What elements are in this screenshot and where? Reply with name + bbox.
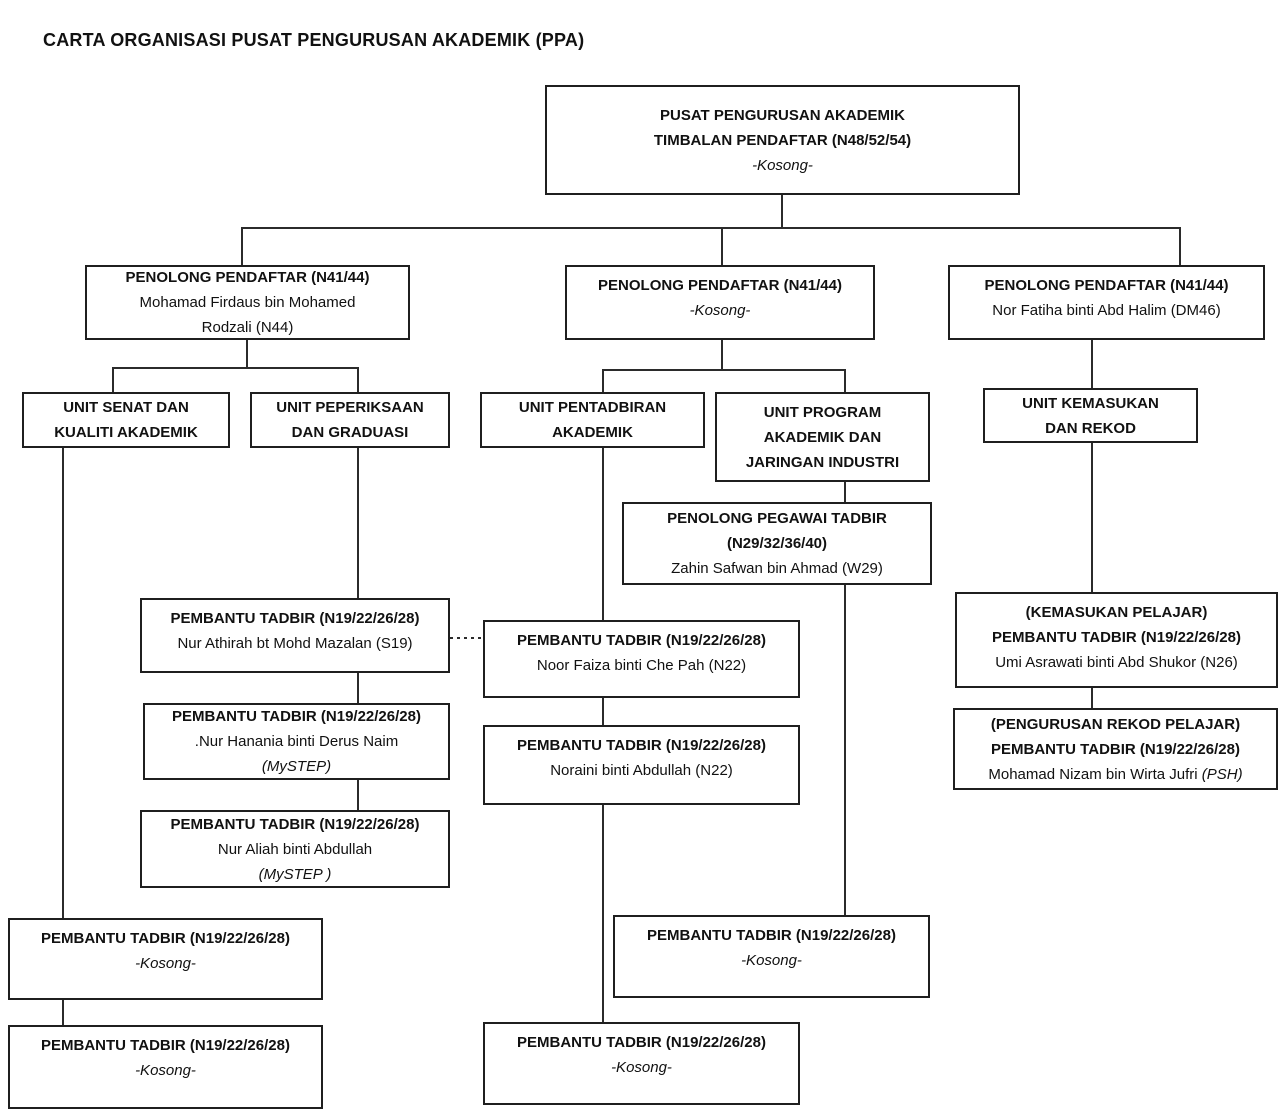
org-box-title: PEMBANTU TADBIR (N19/22/26/28) <box>517 632 766 649</box>
org-box-pembantu-kosong-pentadbiran: PEMBANTU TADBIR (N19/22/26/28) -Kosong- <box>483 1022 800 1105</box>
org-box-title: PEMBANTU TADBIR (N19/22/26/28) <box>991 740 1240 758</box>
org-box-status: -Kosong- <box>135 1062 196 1079</box>
org-box-title: PEMBANTU TADBIR (N19/22/26/28) <box>517 737 766 754</box>
org-box-title: PENOLONG PENDAFTAR (N41/44) <box>125 269 370 286</box>
org-box-status: -Kosong- <box>135 955 196 972</box>
org-box-penolong-pendaftar-left: PENOLONG PENDAFTAR (N41/44) Mohamad Fird… <box>85 265 410 340</box>
org-box-unit-senat: UNIT SENAT DAN KUALITI AKADEMIK <box>22 392 230 448</box>
org-box-pembantu-aliah: PEMBANTU TADBIR (N19/22/26/28) Nur Aliah… <box>140 810 450 888</box>
org-box-title: PEMBANTU TADBIR (N19/22/26/28) <box>170 610 420 627</box>
org-box-title: PENOLONG PENDAFTAR (N41/44) <box>598 277 842 294</box>
org-box-title: KUALITI AKADEMIK <box>54 424 198 441</box>
org-box-rekod-pelajar: (PENGURUSAN REKOD PELAJAR) PEMBANTU TADB… <box>953 708 1278 790</box>
org-box-title: PEMBANTU TADBIR (N19/22/26/28) <box>992 629 1241 646</box>
org-box-root: PUSAT PENGURUSAN AKADEMIK TIMBALAN PENDA… <box>545 85 1020 195</box>
org-box-person: Nur Aliah binti Abdullah <box>217 840 373 858</box>
org-box-status: -Kosong- <box>611 1059 672 1076</box>
org-box-penolong-pendaftar-middle: PENOLONG PENDAFTAR (N41/44) -Kosong- <box>565 265 875 340</box>
org-box-unit-kemasukan: UNIT KEMASUKAN DAN REKOD <box>983 388 1198 443</box>
org-box-unit-peperiksaan: UNIT PEPERIKSAAN DAN GRADUASI <box>250 392 450 448</box>
org-box-pembantu-kosong-senat-1: PEMBANTU TADBIR (N19/22/26/28) -Kosong- <box>8 918 323 1000</box>
org-box-title: UNIT PEPERIKSAAN <box>276 399 424 416</box>
org-box-person: Umi Asrawati binti Abd Shukor (N26) <box>995 654 1238 671</box>
org-box-title: PEMBANTU TADBIR (N19/22/26/28) <box>172 708 421 725</box>
org-box-pembantu-athirah: PEMBANTU TADBIR (N19/22/26/28) Nur Athir… <box>140 598 450 673</box>
org-box-pembantu-kosong-program: PEMBANTU TADBIR (N19/22/26/28) -Kosong- <box>613 915 930 998</box>
org-box-grade: TIMBALAN PENDAFTAR (N48/52/54) <box>653 131 912 149</box>
org-box-title: PEMBANTU TADBIR (N19/22/26/28) <box>41 930 290 947</box>
org-box-pembantu-kosong-senat-2: PEMBANTU TADBIR (N19/22/26/28) -Kosong- <box>8 1025 323 1109</box>
org-box-title: PEMBANTU TADBIR (N19/22/26/28) <box>517 1034 766 1051</box>
org-box-title: PEMBANTU TADBIR (N19/22/26/28) <box>647 927 896 944</box>
org-box-title: UNIT KEMASUKAN <box>1022 394 1159 412</box>
org-box-person: Nur Athirah bt Mohd Mazalan (S19) <box>177 635 413 652</box>
org-box-status: -Kosong- <box>689 302 751 319</box>
page-title: CARTA ORGANISASI PUSAT PENGURUSAN AKADEM… <box>43 30 585 50</box>
org-box-unit-program: UNIT PROGRAM AKADEMIK DAN JARINGAN INDUS… <box>715 392 930 482</box>
org-box-pembantu-noraini: PEMBANTU TADBIR (N19/22/26/28) Noraini b… <box>483 725 800 805</box>
org-box-person: Noraini binti Abdullah (N22) <box>550 762 733 779</box>
org-box-status: -Kosong- <box>741 952 802 969</box>
org-box-pembantu-faiza: PEMBANTU TADBIR (N19/22/26/28) Noor Faiz… <box>483 620 800 698</box>
org-box-status: -Kosong- <box>752 156 813 174</box>
org-box-kemasukan-pelajar: (KEMASUKAN PELAJAR) PEMBANTU TADBIR (N19… <box>955 592 1278 688</box>
org-box-penolong-pegawai-tadbir: PENOLONG PEGAWAI TADBIR (N29/32/36/40) Z… <box>622 502 932 585</box>
org-box-title: PUSAT PENGURUSAN AKADEMIK <box>659 106 905 124</box>
org-box-title: PENOLONG PEGAWAI TADBIR <box>667 510 887 527</box>
org-box-title: JARINGAN INDUSTRI <box>745 453 900 471</box>
org-box-grade: (N29/32/36/40) <box>726 535 828 552</box>
org-box-person: Rodzali (N44) <box>201 319 294 336</box>
org-box-person: Zahin Safwan bin Ahmad (W29) <box>671 560 883 577</box>
org-box-person: Mohamad Nizam bin Wirta Jufri (PSH) <box>988 765 1243 783</box>
org-box-note: (PSH) <box>1201 765 1243 783</box>
org-box-person: .Nur Hanania binti Derus Naim <box>194 733 399 750</box>
org-box-title: AKADEMIK <box>552 424 633 441</box>
org-box-title: DAN GRADUASI <box>291 424 409 441</box>
org-box-title: UNIT PROGRAM <box>763 403 882 421</box>
org-box-title: UNIT SENAT DAN <box>63 399 189 416</box>
org-box-role: (KEMASUKAN PELAJAR) <box>1025 604 1208 621</box>
org-box-pembantu-hanania: PEMBANTU TADBIR (N19/22/26/28) .Nur Hana… <box>143 703 450 780</box>
org-box-title: PEMBANTU TADBIR (N19/22/26/28) <box>41 1037 290 1054</box>
org-box-title: PENOLONG PENDAFTAR (N41/44) <box>984 277 1229 294</box>
org-box-title: UNIT PENTADBIRAN <box>518 399 667 416</box>
org-box-unit-pentadbiran: UNIT PENTADBIRAN AKADEMIK <box>480 392 705 448</box>
org-box-title: AKADEMIK DAN <box>763 428 882 446</box>
org-box-person: Mohamad Firdaus bin Mohamed <box>139 294 356 311</box>
org-box-note: (MySTEP ) <box>258 865 332 883</box>
org-box-note: (MySTEP) <box>261 758 332 775</box>
org-box-person: Noor Faiza binti Che Pah (N22) <box>536 657 747 674</box>
org-box-title: DAN REKOD <box>1045 419 1136 437</box>
org-box-person: Nor Fatiha binti Abd Halim (DM46) <box>992 302 1221 319</box>
org-box-title: PEMBANTU TADBIR (N19/22/26/28) <box>170 815 420 833</box>
org-box-role: (PENGURUSAN REKOD PELAJAR) <box>990 715 1241 733</box>
org-box-penolong-pendaftar-right: PENOLONG PENDAFTAR (N41/44) Nor Fatiha b… <box>948 265 1265 340</box>
